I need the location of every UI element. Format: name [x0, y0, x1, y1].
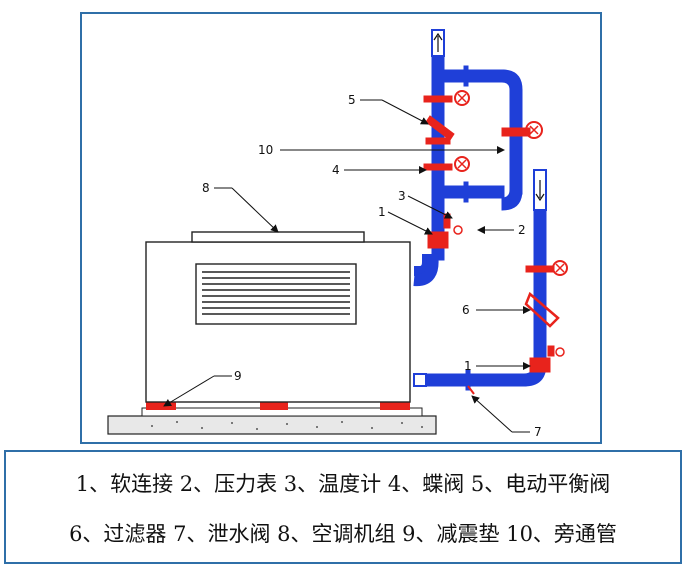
leader-lines — [163, 99, 531, 433]
callout-7: 7 — [534, 425, 542, 439]
air-handling-unit — [145, 231, 411, 403]
callout-5: 5 — [348, 93, 356, 107]
callout-4: 4 — [332, 163, 340, 177]
callout-8: 8 — [202, 181, 210, 195]
piping-diagram: 5 10 4 8 3 1 2 6 1 9 7 — [107, 29, 568, 439]
concrete-base — [107, 407, 437, 435]
callout-3: 3 — [398, 189, 406, 203]
legend-row-2: 6、过滤器 7、泄水阀 8、空调机组 9、减震垫 10、旁通管 — [69, 522, 617, 546]
legend-row-1: 1、软连接 2、压力表 3、温度计 4、蝶阀 5、电动平衡阀 — [75, 472, 611, 496]
callout-1-supply: 1 — [378, 205, 386, 219]
legend-box: 1、软连接 2、压力表 3、温度计 4、蝶阀 5、电动平衡阀 6、过滤器 7、泄… — [4, 450, 682, 564]
callout-6: 6 — [462, 303, 470, 317]
callout-2: 2 — [518, 223, 526, 237]
callout-10: 10 — [258, 143, 273, 157]
callout-labels: 5 10 4 8 3 1 2 6 1 9 7 — [202, 93, 542, 439]
callout-1-return: 1 — [464, 359, 472, 373]
supply-pipework — [413, 29, 523, 287]
diagram-frame: 5 10 4 8 3 1 2 6 1 9 7 — [80, 12, 602, 444]
vibration-pads — [146, 402, 410, 410]
callout-9: 9 — [234, 369, 242, 383]
